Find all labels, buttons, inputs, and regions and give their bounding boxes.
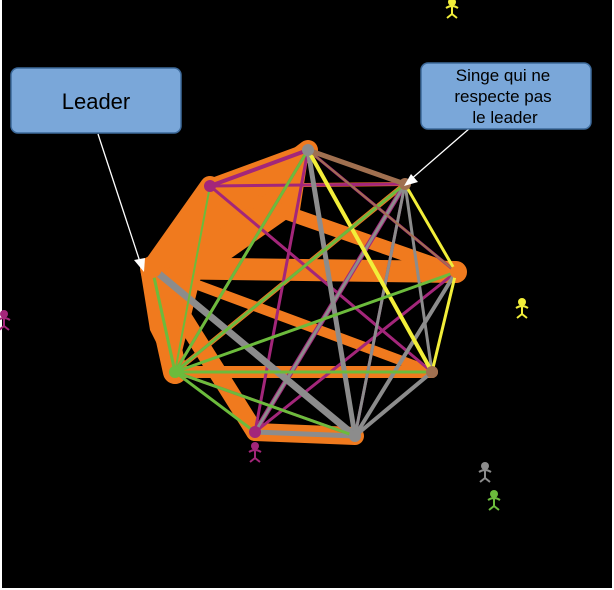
network-edge [208, 182, 407, 188]
network-edge [430, 270, 458, 374]
network-edge [253, 182, 407, 434]
network-edge [173, 270, 458, 374]
nodes-layer [142, 144, 462, 442]
network-edge [173, 370, 257, 434]
network-edge [306, 148, 434, 374]
network-edge [142, 176, 220, 278]
network-edge [353, 182, 407, 438]
stray-monkey-green [487, 490, 501, 511]
network-edge [353, 370, 434, 438]
monkey-icon [518, 298, 526, 306]
rogue-monkey-callout: Singe qui ne respecte pas le leader [420, 62, 592, 130]
network-edge [403, 182, 434, 374]
monkey-icon-body [478, 469, 492, 483]
monkey-icon-body [0, 317, 11, 331]
network-edge [173, 182, 407, 374]
monkey-icon-body [487, 497, 501, 511]
leader-callout-box [10, 67, 182, 134]
leader-pointer-arrowhead [134, 258, 145, 272]
monkey-icon [302, 144, 314, 156]
monkey-icon [0, 310, 8, 318]
network-edge [148, 264, 359, 440]
monkey-node-top-left [204, 180, 216, 192]
monkey-icon [251, 442, 259, 450]
network-edge [150, 266, 177, 374]
monkey-node-left [169, 366, 181, 378]
network-edge [253, 148, 310, 434]
stray-monkey-top [445, 0, 459, 19]
monkey-icon-body [515, 305, 529, 319]
leader-pointer-line [97, 133, 143, 269]
network-edge [208, 184, 434, 374]
monkey-icon [349, 430, 361, 442]
rogue-monkey-callout-line-2: respecte pas [454, 87, 551, 106]
stray-monkeys-layer [0, 0, 529, 511]
network-edge [208, 148, 310, 188]
stray-monkey-left-edge [0, 310, 11, 331]
network-edge [174, 185, 211, 373]
monkey-node-right [450, 266, 462, 278]
monkey-node-bottom-left [249, 426, 261, 438]
rogue-monkey-callout-line-1: Singe qui ne [456, 66, 551, 85]
leader-node [142, 258, 162, 278]
stray-monkey-gray [478, 462, 492, 483]
monkey-icon [481, 462, 489, 470]
monkey-icon [490, 490, 498, 498]
monkey-node-lower-right [426, 366, 438, 378]
network-edge [305, 147, 358, 439]
monkey-icon [450, 266, 462, 278]
rogue-pointer-line [408, 127, 471, 182]
network-edge [173, 148, 310, 374]
monkey-icon [204, 180, 216, 192]
leader-callout-label: Leader [62, 89, 131, 114]
network-edge [147, 263, 437, 377]
rogue-monkey-callout-box [420, 62, 592, 130]
monkey-icon [448, 0, 456, 6]
network-edge [173, 370, 357, 438]
monkey-icon [169, 366, 181, 378]
network-edge [141, 257, 467, 283]
edges-layer [140, 140, 467, 445]
network-edge [252, 429, 358, 439]
monkey-node-top [302, 144, 314, 156]
leader-callout: Leader [10, 67, 182, 134]
monkey-icon-body [445, 5, 459, 19]
network-edge [353, 270, 458, 438]
monkey-node-bottom-right [349, 430, 361, 442]
stray-monkey-right [515, 298, 529, 319]
monkey-icon [249, 426, 261, 438]
rogue-pointer-arrowhead [404, 174, 418, 186]
monkey-icon-body [248, 449, 262, 463]
rogue-monkey-callout-line-3: le leader [472, 108, 538, 127]
network-edge [307, 149, 457, 273]
network-edge [305, 147, 408, 187]
stray-monkey-bottom [248, 442, 262, 463]
monkey-icon [142, 258, 162, 278]
network-edge [403, 182, 458, 274]
monkey-icon [426, 366, 438, 378]
